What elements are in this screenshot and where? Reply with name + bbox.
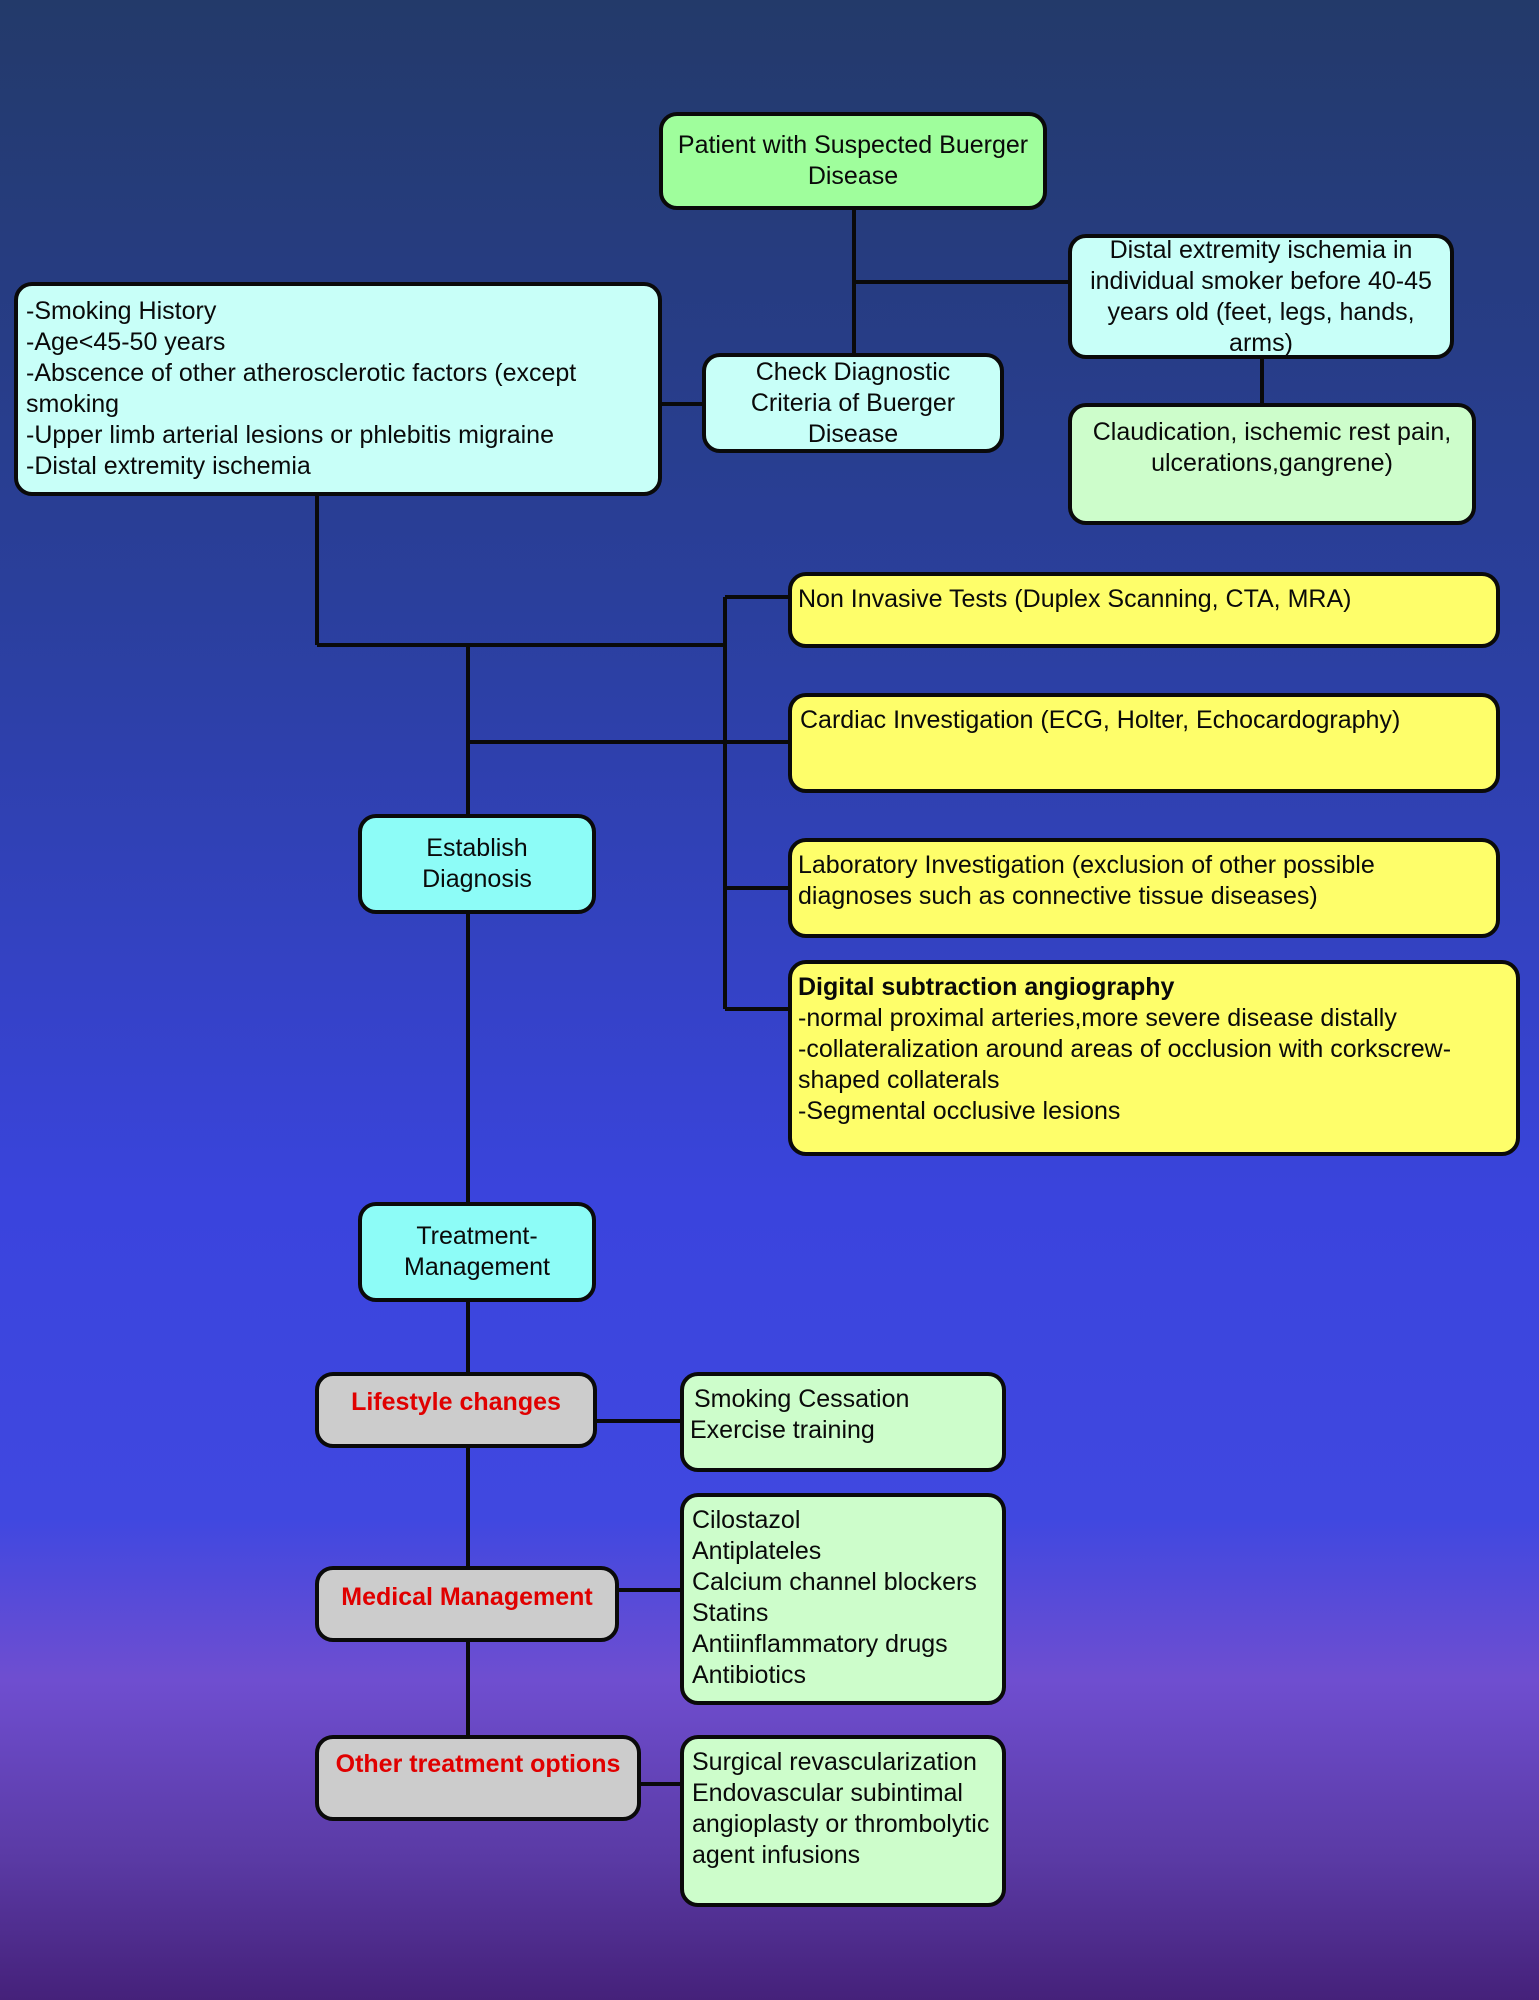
dsa-item: -Segmental occlusive lesions	[798, 1097, 1121, 1125]
criteria-item: -Smoking History	[26, 297, 217, 325]
non-invasive-tests-label: Non Invasive Tests (Duplex Scanning, CTA…	[798, 585, 1352, 613]
other-treatment-item: Endovascular subintimal angioplasty or t…	[692, 1779, 990, 1869]
check-criteria-node: Check Diagnostic Criteria of Buerger Dis…	[702, 353, 1004, 453]
criteria-item: -Age<45-50 years	[26, 328, 226, 356]
suspected-buerger-node: Patient with Suspected Buerger Disease	[659, 112, 1047, 210]
other-treatment-options-label: Other treatment options	[335, 1749, 621, 1778]
distal-ischemia-node: Distal extremity ischemia in individual …	[1068, 234, 1454, 359]
medical-items-node: Cilostazol Antiplateles Calcium channel …	[680, 1493, 1006, 1705]
other-treatment-options-node: Other treatment options	[315, 1735, 641, 1821]
dsa-item: -normal proximal arteries,more severe di…	[798, 1004, 1397, 1032]
lifestyle-changes-label: Lifestyle changes	[351, 1387, 561, 1416]
lifestyle-items-node: Smoking Cessation Exercise training	[680, 1372, 1006, 1472]
lifestyle-item: Smoking Cessation	[694, 1385, 910, 1413]
criteria-list-node: -Smoking History -Age<45-50 years -Absce…	[14, 282, 662, 496]
treatment-management-node: Treatment-Management	[358, 1202, 596, 1302]
medical-item: Antibiotics	[692, 1661, 806, 1689]
treatment-management-label: Treatment-Management	[404, 1222, 550, 1281]
lifestyle-item: Exercise training	[690, 1416, 875, 1444]
medical-item: Antiinflammatory drugs	[692, 1630, 948, 1658]
establish-diagnosis-node: Establish Diagnosis	[358, 814, 596, 914]
criteria-item: -Upper limb arterial lesions or phlebiti…	[26, 421, 554, 449]
dsa-node: Digital subtraction angiography -normal …	[788, 960, 1520, 1156]
claudication-node: Claudication, ischemic rest pain, ulcera…	[1068, 403, 1476, 525]
establish-diagnosis-label: Establish Diagnosis	[422, 834, 532, 893]
lifestyle-changes-node: Lifestyle changes	[315, 1372, 597, 1448]
medical-item: Antiplateles	[692, 1537, 822, 1565]
medical-item: Statins	[692, 1599, 769, 1627]
suspected-buerger-label: Patient with Suspected Buerger Disease	[677, 131, 1029, 190]
medical-management-node: Medical Management	[315, 1566, 619, 1642]
medical-item: Cilostazol	[692, 1506, 801, 1534]
check-criteria-label: Check Diagnostic Criteria of Buerger Dis…	[750, 357, 956, 448]
claudication-label: Claudication, ischemic rest pain, ulcera…	[1092, 418, 1452, 477]
laboratory-investigation-node: Laboratory Investigation (exclusion of o…	[788, 838, 1500, 938]
medical-item: Calcium channel blockers	[692, 1568, 977, 1596]
cardiac-investigation-label: Cardiac Investigation (ECG, Holter, Echo…	[800, 706, 1401, 734]
criteria-item: -Abscence of other atherosclerotic facto…	[26, 359, 577, 418]
non-invasive-tests-node: Non Invasive Tests (Duplex Scanning, CTA…	[788, 572, 1500, 648]
cardiac-investigation-node: Cardiac Investigation (ECG, Holter, Echo…	[788, 693, 1500, 793]
dsa-title: Digital subtraction angiography	[798, 973, 1175, 1001]
medical-management-label: Medical Management	[341, 1582, 593, 1611]
distal-ischemia-label: Distal extremity ischemia in individual …	[1090, 235, 1432, 357]
other-treatment-item: Surgical revascularization	[692, 1748, 977, 1776]
laboratory-investigation-label: Laboratory Investigation (exclusion of o…	[798, 851, 1375, 910]
dsa-item: -collateralization around areas of occlu…	[798, 1035, 1452, 1094]
other-treatment-items-node: Surgical revascularization Endovascular …	[680, 1735, 1006, 1907]
criteria-item: -Distal extremity ischemia	[26, 452, 311, 480]
